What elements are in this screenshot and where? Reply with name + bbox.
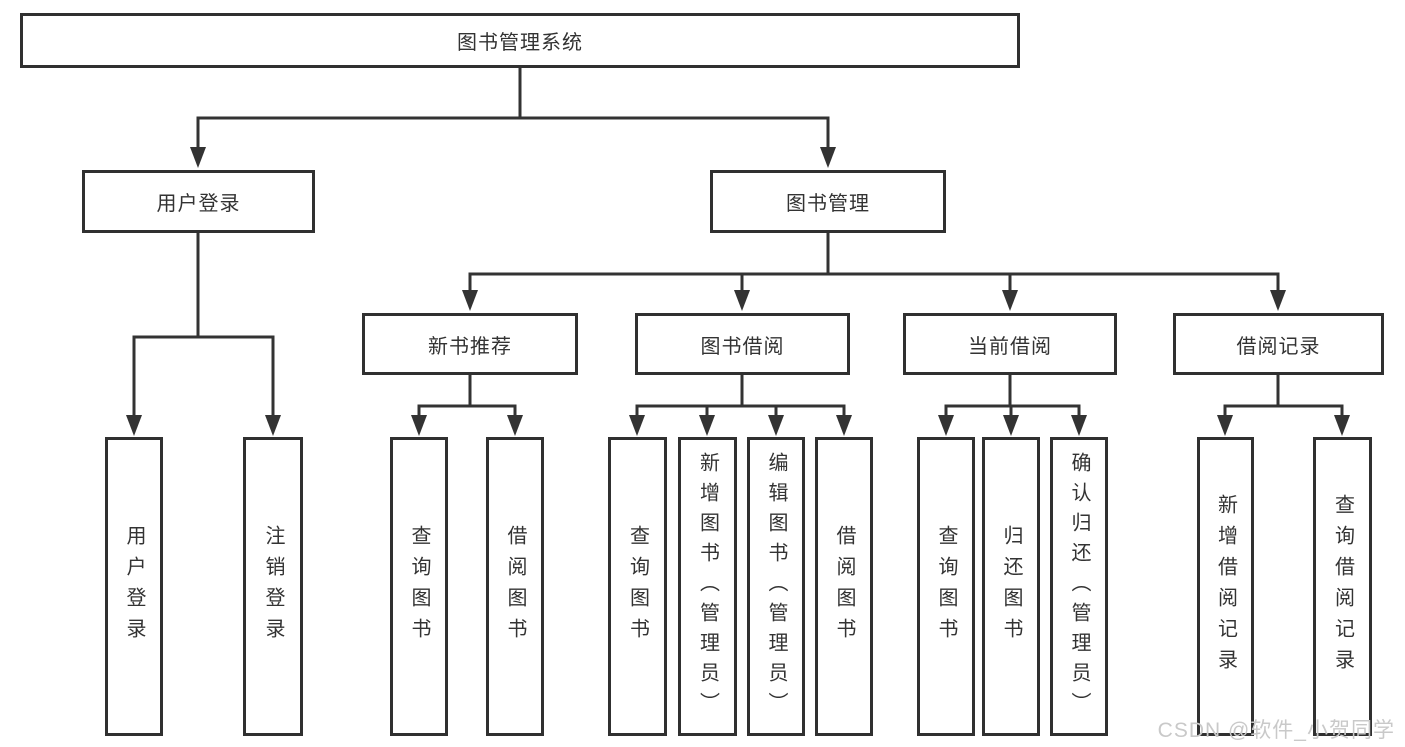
leaf-nb-borrow-books: 借阅图书 — [486, 437, 544, 736]
leaf-user-login: 用户登录 — [105, 437, 163, 736]
node-book-borrow: 图书借阅 — [635, 313, 850, 375]
leaf-rec-query-record: 查询借阅记录 — [1313, 437, 1372, 736]
leaf-cb-query-books: 查询图书 — [917, 437, 975, 736]
leaf-bb-query-books: 查询图书 — [608, 437, 667, 736]
leaf-cb-confirm-return-admin: 确认归还（管理员） — [1050, 437, 1108, 736]
node-book-management: 图书管理 — [710, 170, 946, 233]
node-root: 图书管理系统 — [20, 13, 1020, 68]
leaf-rec-add-record: 新增借阅记录 — [1197, 437, 1254, 736]
node-user-login: 用户登录 — [82, 170, 315, 233]
leaf-bb-add-books-admin: 新增图书（管理员） — [678, 437, 737, 736]
leaf-logout: 注销登录 — [243, 437, 303, 736]
node-new-book-recommend: 新书推荐 — [362, 313, 578, 375]
leaf-nb-query-books: 查询图书 — [390, 437, 448, 736]
csdn-watermark: CSDN @软件_小贺同学 — [1157, 719, 1395, 742]
leaf-cb-return-books: 归还图书 — [982, 437, 1040, 736]
node-borrow-records: 借阅记录 — [1173, 313, 1384, 375]
leaf-bb-borrow-books: 借阅图书 — [815, 437, 873, 736]
leaf-bb-edit-books-admin: 编辑图书（管理员） — [747, 437, 805, 736]
node-current-borrow: 当前借阅 — [903, 313, 1117, 375]
